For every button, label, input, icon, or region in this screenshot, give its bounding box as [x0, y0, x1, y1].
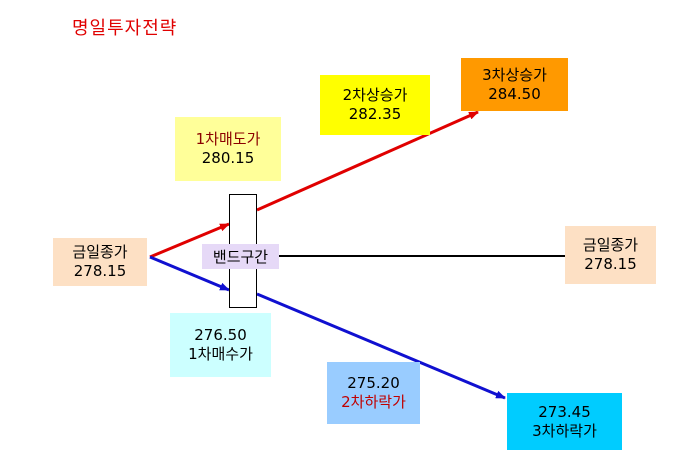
node-buy1-value: 276.50 [194, 326, 247, 344]
arrow-band-to-fall3 [256, 292, 506, 400]
node-buy1: 276.50 1차매수가 [170, 313, 271, 377]
node-close-left: 금일종가 278.15 [53, 238, 147, 286]
node-rise2: 2차상승가 282.35 [320, 75, 430, 135]
node-sell1-label: 1차매도가 [195, 130, 261, 148]
arrow-band-to-rise3 [256, 110, 479, 212]
node-close-left-value: 278.15 [73, 262, 127, 280]
node-fall2-value: 275.20 [347, 374, 400, 392]
page-title: 명일투자전략 [72, 18, 178, 39]
node-rise2-value: 282.35 [348, 105, 402, 123]
node-sell1: 1차매도가 280.15 [175, 117, 281, 181]
arrow-close-to-sell [149, 222, 230, 259]
node-close-right-label: 금일종가 [582, 236, 639, 254]
band-label: 밴드구간 [202, 244, 279, 269]
node-rise2-label: 2차상승가 [342, 86, 408, 104]
node-buy1-label: 1차매수가 [188, 345, 253, 363]
node-close-right-value: 278.15 [584, 255, 637, 273]
node-fall3-value: 273.45 [538, 402, 591, 421]
node-close-right: 금일종가 278.15 [565, 226, 656, 284]
arrow-close-to-buy [149, 255, 230, 292]
node-fall3: 273.45 3차하락가 [507, 393, 622, 450]
node-fall2-label: 2차하락가 [341, 393, 406, 411]
node-fall3-label: 3차하락가 [532, 421, 597, 440]
node-fall2: 275.20 2차하락가 [327, 362, 420, 424]
node-rise3: 3차상승가 284.50 [461, 58, 568, 111]
node-rise3-value: 284.50 [488, 84, 541, 103]
node-sell1-value: 280.15 [201, 149, 255, 167]
node-rise3-label: 3차상승가 [482, 65, 547, 84]
node-close-left-label: 금일종가 [72, 243, 128, 261]
